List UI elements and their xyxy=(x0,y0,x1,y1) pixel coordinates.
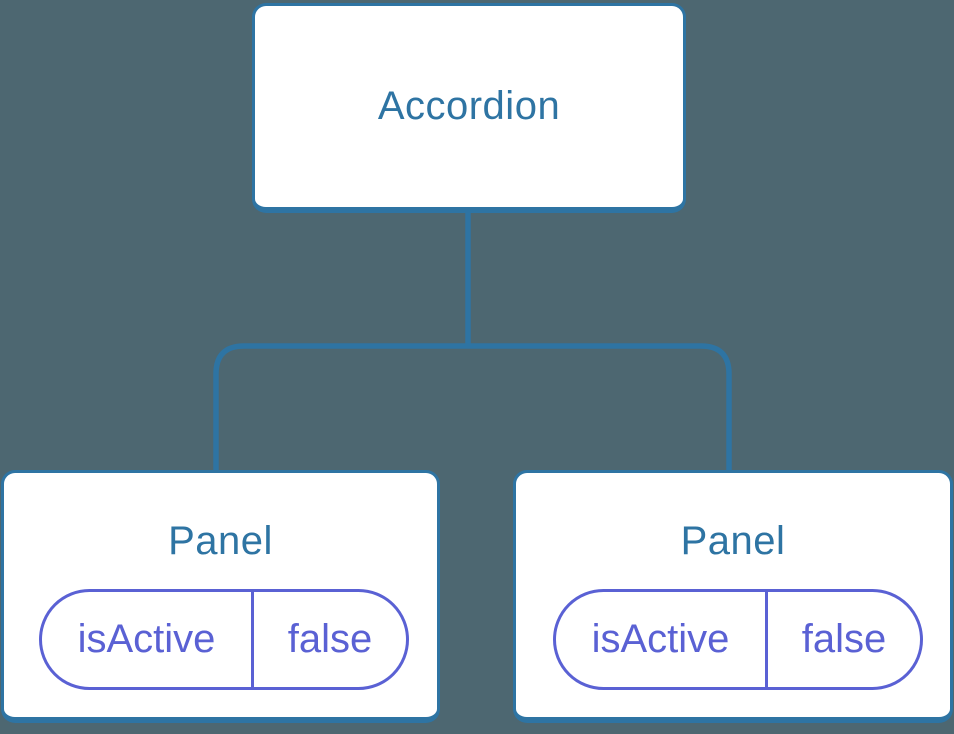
panel-right-label: Panel xyxy=(680,519,786,563)
state-pill-left: isActive false xyxy=(39,589,409,690)
node-panel-right: Panel isActive false xyxy=(513,470,953,723)
state-value-cell: false xyxy=(287,617,373,661)
state-key-cell: isActive xyxy=(42,592,254,687)
state-key-cell: isActive xyxy=(556,592,768,687)
accordion-label: Accordion xyxy=(377,84,561,128)
node-panel-left: Panel isActive false xyxy=(1,470,440,723)
state-pill-right: isActive false xyxy=(553,589,923,690)
state-value-cell: false xyxy=(801,617,887,661)
connector-branch xyxy=(213,343,732,472)
panel-left-label: Panel xyxy=(168,519,273,563)
node-accordion: Accordion xyxy=(252,3,686,213)
